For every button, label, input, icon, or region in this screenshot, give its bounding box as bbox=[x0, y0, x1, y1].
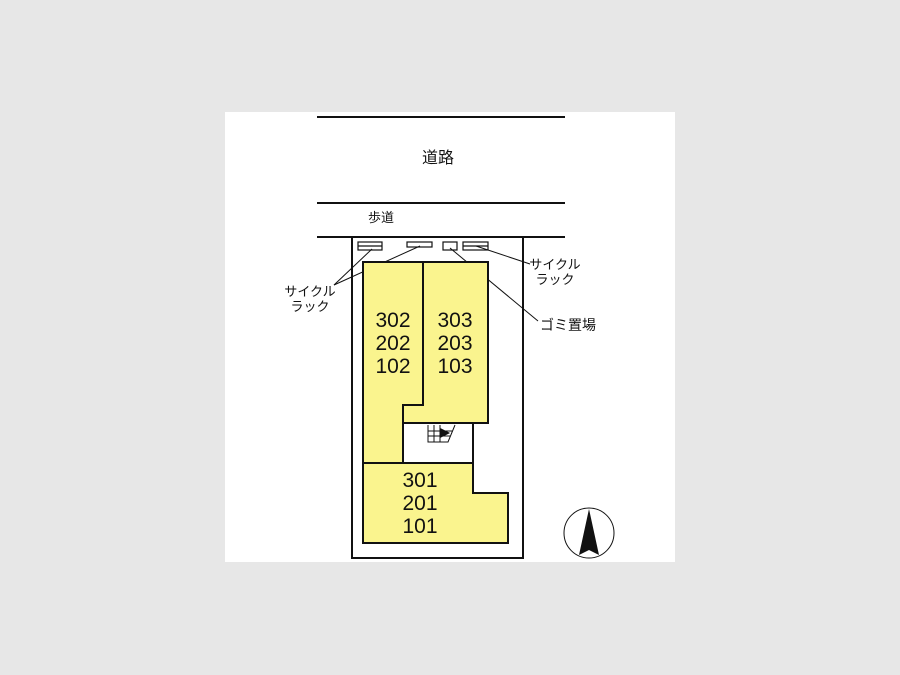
cycle-rack-left-label-1: サイクル bbox=[284, 285, 335, 300]
unit-number: 101 bbox=[402, 515, 437, 538]
units-building-2: 303 203 103 bbox=[437, 309, 472, 378]
unit-number: 302 bbox=[375, 309, 410, 332]
building-301-201-101 bbox=[362, 462, 509, 544]
unit-number: 202 bbox=[375, 332, 410, 355]
unit-number: 301 bbox=[402, 469, 437, 492]
garbage-label: ゴミ置場 bbox=[540, 317, 596, 334]
units-building-1: 302 202 102 bbox=[375, 309, 410, 378]
sidewalk-label: 歩道 bbox=[368, 211, 394, 226]
unit-number: 303 bbox=[437, 309, 472, 332]
unit-number: 201 bbox=[402, 492, 437, 515]
road-label: 道路 bbox=[422, 148, 454, 167]
unit-number: 203 bbox=[437, 332, 472, 355]
lot-boundary bbox=[351, 237, 524, 559]
unit-number: 102 bbox=[375, 355, 410, 378]
cycle-rack-left-label-2: ラック bbox=[290, 300, 329, 315]
stair-area bbox=[402, 422, 474, 464]
cycle-rack-right-label-2: ラック bbox=[535, 273, 574, 288]
stairs-icon bbox=[427, 424, 456, 443]
units-building-3: 301 201 101 bbox=[402, 469, 437, 538]
garbage-area-icon bbox=[442, 241, 458, 251]
unit-number: 103 bbox=[437, 355, 472, 378]
cycle-rack-icon bbox=[357, 241, 489, 251]
cycle-rack-right-label-1: サイクル bbox=[529, 258, 580, 273]
north-arrow-icon bbox=[563, 507, 615, 559]
